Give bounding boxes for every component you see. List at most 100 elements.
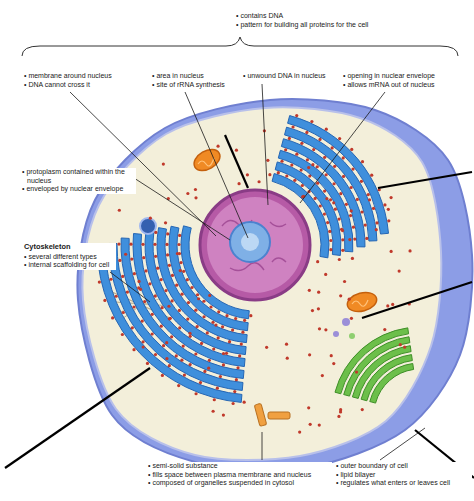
label-box: • membrane around nucleus• DNA cannot cr…	[24, 72, 142, 89]
ribosome	[351, 257, 354, 260]
ribosome	[389, 196, 392, 199]
mitochondrion-cristae	[352, 300, 368, 306]
ribosome	[367, 193, 370, 196]
ribosome	[197, 297, 200, 300]
ribosome	[216, 387, 219, 390]
label-bullet: • membrane around nucleus	[24, 72, 142, 81]
ribosome	[243, 319, 246, 322]
ribosome	[221, 325, 224, 328]
ribosome	[309, 423, 312, 426]
ribosome	[240, 342, 243, 345]
ribosome	[387, 208, 390, 211]
ribosome	[311, 309, 314, 312]
ribosome	[182, 345, 185, 348]
ribosome	[144, 269, 147, 272]
label-box: • unwound DNA in nucleus	[243, 72, 338, 81]
ribosome	[186, 278, 189, 281]
ribosome	[319, 204, 322, 207]
ribosome	[194, 188, 197, 191]
bracket	[22, 37, 458, 56]
ribosome	[308, 289, 311, 292]
ribosome	[175, 284, 178, 287]
ribosome	[324, 328, 327, 331]
ribosome	[154, 255, 157, 258]
centriole	[268, 412, 290, 419]
vesicle	[342, 318, 350, 326]
ribosome	[285, 343, 288, 346]
ribosome	[222, 363, 225, 366]
ribosome	[305, 131, 308, 134]
ribosome	[177, 243, 180, 246]
ribosome	[175, 354, 178, 357]
ribosome	[403, 346, 406, 349]
ribosome	[341, 229, 344, 232]
ribosome	[353, 238, 356, 241]
ribosome	[235, 378, 238, 381]
ribosome	[161, 306, 164, 309]
ribosome	[189, 335, 192, 338]
label-bullet: • unwound DNA in nucleus	[243, 72, 338, 81]
ribosome	[341, 238, 344, 241]
label-bullet: • site of rRNA synthesis	[152, 81, 240, 90]
ribosome	[212, 410, 215, 413]
ribosome	[266, 159, 269, 162]
golgi-apparatus	[335, 328, 414, 403]
ribosome	[350, 209, 353, 212]
ribosome	[325, 197, 328, 200]
ribosome	[323, 212, 326, 215]
leader-line	[300, 92, 385, 203]
ribosome	[186, 317, 189, 320]
ribosome	[343, 280, 346, 283]
ribosome	[209, 305, 212, 308]
ribosome	[364, 223, 367, 226]
ribosome	[217, 310, 220, 313]
ribosome	[194, 196, 197, 199]
ribosome	[370, 174, 373, 177]
ribosome	[361, 160, 364, 163]
ribosome	[338, 137, 341, 140]
ribosome	[330, 354, 333, 357]
ribosome	[115, 295, 118, 298]
ribosome	[318, 423, 321, 426]
ribosome	[143, 300, 146, 303]
ribosome	[194, 392, 197, 395]
lysosome	[140, 218, 156, 234]
ribosome	[329, 239, 332, 242]
ribosome	[349, 214, 352, 217]
ribosome	[179, 269, 182, 272]
ribosome	[211, 321, 214, 324]
ribosome	[208, 359, 211, 362]
ribosome	[154, 353, 157, 356]
ribosome	[233, 390, 236, 393]
ribosome	[235, 149, 238, 152]
ribosome	[194, 309, 197, 312]
ribosome	[312, 148, 315, 151]
ribosome	[324, 273, 327, 276]
label-box: • contains DNA• pattern for building all…	[236, 12, 446, 29]
label-bullet: • area in nucleus	[152, 72, 240, 81]
centriole	[254, 403, 266, 426]
pointer-line	[378, 172, 472, 188]
label-bullet: • contains DNA	[236, 12, 446, 21]
ribosome	[98, 280, 101, 283]
nucleolus-core	[241, 233, 259, 251]
ribosome	[307, 406, 310, 409]
ribosome	[232, 402, 235, 405]
label-heading: Cytoskeleton	[24, 243, 116, 252]
leader-line	[110, 272, 150, 302]
pointer-line	[225, 135, 248, 188]
ribosome	[237, 182, 240, 185]
ribosome	[225, 314, 228, 317]
label-bullet: • DNA cannot cross it	[24, 81, 142, 90]
ribosome	[360, 210, 363, 213]
ribosome	[307, 166, 310, 169]
ribosome	[196, 325, 199, 328]
golgi-cisterna	[335, 328, 409, 394]
ribosome	[372, 207, 375, 210]
ribosome	[351, 167, 354, 170]
nucleoplasm	[207, 197, 303, 293]
ribosome	[228, 340, 231, 343]
ribosome	[339, 192, 342, 195]
ribosome	[323, 190, 326, 193]
ribosome	[329, 198, 332, 201]
